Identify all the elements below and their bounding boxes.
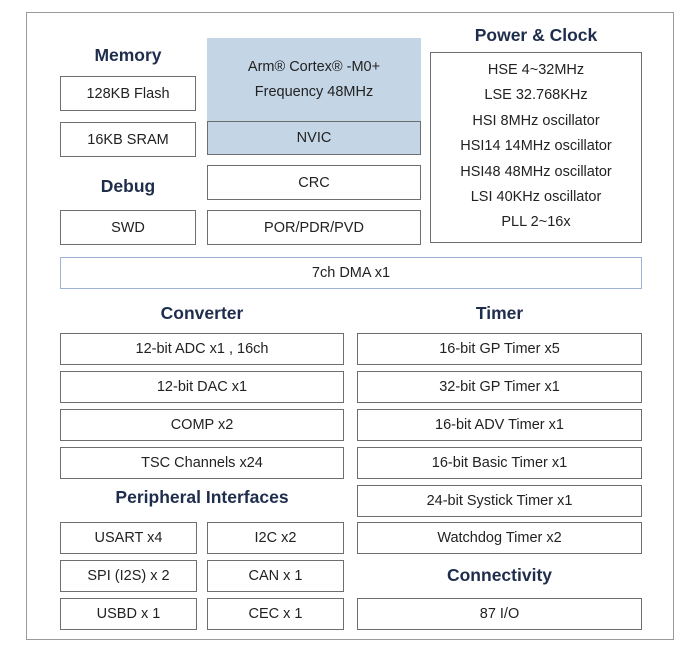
clock-pll: PLL 2~16x (501, 214, 571, 231)
converter-comp: COMP x2 (60, 409, 344, 441)
block-diagram-frame (26, 12, 674, 640)
timer-watchdog: Watchdog Timer x2 (357, 522, 642, 554)
peripheral-usart: USART x4 (60, 522, 197, 554)
timer-systick: 24-bit Systick Timer x1 (357, 485, 642, 517)
clock-lsi: LSI 40KHz oscillator (470, 189, 602, 206)
converter-tsc: TSC Channels x24 (60, 447, 344, 479)
peripheral-cec: CEC x 1 (207, 598, 344, 630)
memory-heading: Memory (94, 45, 162, 65)
power-clock-heading: Power & Clock (474, 25, 598, 45)
peripheral-spi: SPI (I2S) x 2 (60, 560, 197, 592)
peripheral-usbd: USBD x 1 (60, 598, 197, 630)
connectivity-heading: Connectivity (446, 565, 553, 585)
nvic-block: NVIC (207, 121, 421, 155)
clock-hsi48: HSI48 48MHz oscillator (460, 163, 612, 180)
timer-adv: 16-bit ADV Timer x1 (357, 409, 642, 441)
memory-flash: 128KB Flash (60, 76, 196, 111)
cpu-core-name: Arm® Cortex® -M0+ (247, 59, 381, 75)
power-clock-list: HSE 4~32MHz LSE 32.768KHz HSI 8MHz oscil… (430, 52, 642, 243)
peripheral-i2c: I2C x2 (207, 522, 344, 554)
por-pdr-pvd-block: POR/PDR/PVD (207, 210, 421, 245)
clock-hse: HSE 4~32MHz (487, 62, 585, 78)
clock-lse: LSE 32.768KHz (484, 87, 588, 104)
timer-gp16: 16-bit GP Timer x5 (357, 333, 642, 365)
peripheral-can: CAN x 1 (207, 560, 344, 592)
clock-hsi14: HSI14 14MHz oscillator (460, 138, 612, 155)
peripheral-heading: Peripheral Interfaces (115, 487, 289, 507)
clock-hsi: HSI 8MHz oscillator (472, 112, 600, 129)
converter-adc: 12-bit ADC x1 , 16ch (60, 333, 344, 365)
connectivity-io: 87 I/O (357, 598, 642, 630)
converter-heading: Converter (160, 303, 244, 323)
crc-block: CRC (207, 165, 421, 200)
cpu-core-block: Arm® Cortex® -M0+ Frequency 48MHz (207, 38, 421, 122)
timer-gp32: 32-bit GP Timer x1 (357, 371, 642, 403)
converter-dac: 12-bit DAC x1 (60, 371, 344, 403)
debug-swd: SWD (60, 210, 196, 245)
timer-heading: Timer (475, 303, 524, 323)
cpu-frequency: Frequency 48MHz (254, 84, 374, 100)
dma-bar: 7ch DMA x1 (60, 257, 642, 289)
timer-basic: 16-bit Basic Timer x1 (357, 447, 642, 479)
debug-heading: Debug (100, 176, 156, 196)
memory-sram: 16KB SRAM (60, 122, 196, 157)
